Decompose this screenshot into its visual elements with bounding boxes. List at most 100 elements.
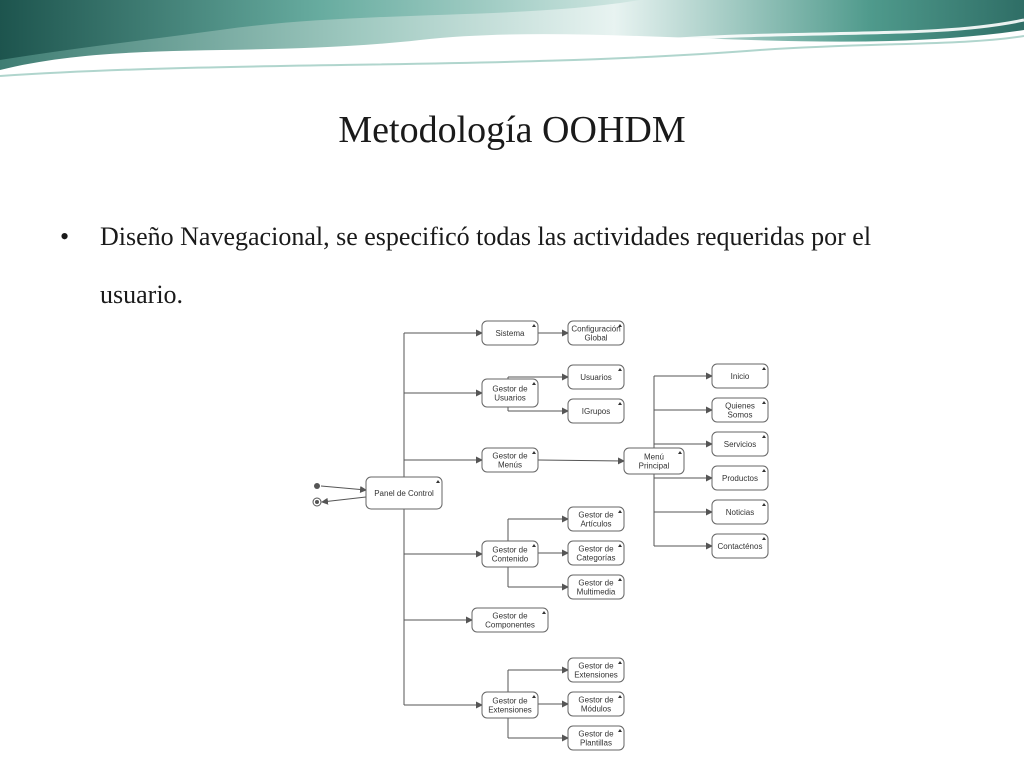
- node-box-garticulos: [567, 506, 625, 532]
- bullet-symbol: •: [60, 222, 70, 251]
- node-label-config: Global: [584, 334, 607, 343]
- node-sistema: Sistema: [481, 320, 539, 346]
- node-marker-gmenus: [532, 451, 536, 454]
- node-label-gcontenido: Gestor de: [492, 546, 528, 555]
- node-box-igrupos: [567, 398, 625, 424]
- node-productos: Productos: [711, 465, 769, 491]
- node-box-sistema: [481, 320, 539, 346]
- node-marker-gcomponentes: [542, 611, 546, 614]
- node-box-inicio: [711, 363, 769, 389]
- node-label-gcategorias: Gestor de: [578, 545, 614, 554]
- node-box-gcomponentes: [471, 607, 549, 633]
- node-marker-igrupos: [618, 402, 622, 405]
- node-marker-quienes: [762, 401, 766, 404]
- node-label-garticulos: Gestor de: [578, 511, 614, 520]
- node-marker-servicios: [762, 435, 766, 438]
- node-box-panel: [365, 476, 443, 510]
- node-label-gextensiones: Extensiones: [488, 706, 532, 715]
- node-label-gmodulos: Gestor de: [578, 696, 614, 705]
- node-label-menu: Menú: [644, 453, 664, 462]
- diagram-nodes: Panel de Control Sistema ConfiguraciónGlob…: [312, 320, 769, 751]
- node-label-gextensiones: Gestor de: [492, 697, 528, 706]
- node-label-gcategorias: Categorías: [576, 554, 615, 563]
- diagram-edges: [320, 329, 713, 742]
- node-box-gplantillas: [567, 725, 625, 751]
- node-label-contactenos: Contacténos: [718, 542, 763, 551]
- node-box-quienes: [711, 397, 769, 423]
- node-marker-panel: [436, 480, 440, 483]
- node-label-gmodulos: Módulos: [581, 705, 611, 714]
- edge-start-panel: [320, 485, 367, 493]
- node-label-usuarios: Usuarios: [580, 373, 612, 382]
- node-label-quienes: Somos: [728, 411, 753, 420]
- node-box-usuarios: [567, 364, 625, 390]
- node-box-gcontenido: [481, 540, 539, 568]
- node-label-gcomponentes: Componentes: [485, 621, 535, 630]
- node-marker-gextensiones: [532, 695, 536, 698]
- node-label-igrupos: IGrupos: [582, 407, 610, 416]
- node-label-inicio: Inicio: [731, 372, 750, 381]
- node-label-noticias: Noticias: [726, 508, 754, 517]
- node-label-garticulos: Artículos: [580, 520, 611, 529]
- node-contactenos: Contacténos: [711, 533, 769, 559]
- node-servicios: Servicios: [711, 431, 769, 457]
- node-marker-inicio: [762, 367, 766, 370]
- node-box-gmultimedia: [567, 574, 625, 600]
- node-box-gmenus: [481, 447, 539, 473]
- navigation-diagram: Panel de Control Sistema ConfiguraciónGlob…: [312, 320, 769, 751]
- node-label-gplantillas: Plantillas: [580, 739, 612, 748]
- node-label-servicios: Servicios: [724, 440, 756, 449]
- node-box-noticias: [711, 499, 769, 525]
- node-igrupos: IGrupos: [567, 398, 625, 424]
- node-usuarios: Usuarios: [567, 364, 625, 390]
- node-label-gmenus: Menús: [498, 461, 522, 470]
- node-marker-gmultimedia: [618, 578, 622, 581]
- edge-gmenus-menu: [537, 457, 625, 465]
- node-marker-contactenos: [762, 537, 766, 540]
- node-marker-gplantillas: [618, 729, 622, 732]
- node-label-sistema: Sistema: [496, 329, 525, 338]
- node-marker-gcategorias: [618, 544, 622, 547]
- node-panel: Panel de Control: [365, 476, 443, 510]
- node-marker-noticias: [762, 503, 766, 506]
- node-box-config: [567, 320, 625, 346]
- node-label-menu: Principal: [639, 462, 670, 471]
- node-label-panel: Panel de Control: [374, 489, 434, 498]
- node-label-quienes: Quienes: [725, 402, 755, 411]
- node-inicio: Inicio: [711, 363, 769, 389]
- bullet-text: Diseño Navegacional, se especificó todas…: [100, 222, 872, 309]
- end-node-inner: [315, 500, 319, 504]
- node-marker-menu: [678, 451, 682, 454]
- node-box-gextensiones: [481, 691, 539, 719]
- node-marker-sistema: [532, 324, 536, 327]
- node-label-gusuarios: Usuarios: [494, 394, 526, 403]
- node-marker-usuarios: [618, 368, 622, 371]
- node-marker-garticulos: [618, 510, 622, 513]
- node-box-menu: [623, 447, 685, 475]
- node-label-gcomponentes: Gestor de: [492, 612, 528, 621]
- node-box-gcategorias: [567, 540, 625, 566]
- edge-panel-end: [321, 496, 367, 505]
- node-marker-gusuarios: [532, 382, 536, 385]
- start-node: [314, 483, 320, 489]
- node-box-contactenos: [711, 533, 769, 559]
- node-label-config: Configuración: [571, 325, 620, 334]
- node-box-gext2: [567, 657, 625, 683]
- node-label-gplantillas: Gestor de: [578, 730, 614, 739]
- node-label-gext2: Extensiones: [574, 671, 618, 680]
- node-box-servicios: [711, 431, 769, 457]
- node-label-gusuarios: Gestor de: [492, 385, 528, 394]
- node-label-gmultimedia: Gestor de: [578, 579, 614, 588]
